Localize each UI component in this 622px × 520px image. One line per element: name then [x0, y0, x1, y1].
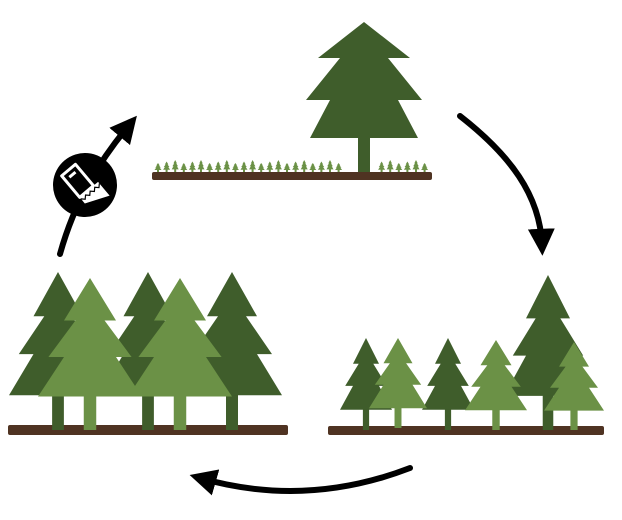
tree [465, 340, 527, 430]
seedling-tree [266, 161, 274, 172]
mature-forest-stage [8, 272, 288, 435]
seedling-tree [335, 163, 343, 172]
seedling-tree [292, 161, 300, 172]
seedling-tree [214, 161, 222, 172]
seedling-tree [403, 161, 411, 172]
tree [369, 338, 427, 428]
soil-strip [152, 172, 432, 180]
mother-tree [306, 22, 422, 172]
seedling-tree [171, 160, 179, 172]
tree [38, 278, 142, 430]
seedling-tree [188, 161, 196, 172]
seedling-tree [283, 163, 291, 172]
seedling-tree [395, 163, 403, 172]
seedling-tree [223, 160, 231, 172]
seedling-tree [326, 160, 334, 172]
seedling-tree [197, 160, 205, 172]
tree [340, 338, 392, 430]
seedling-tree [206, 163, 214, 172]
seedling-tree [378, 161, 386, 172]
young-forest-stage [328, 275, 604, 435]
seedling-tree [412, 160, 420, 172]
seedling-tree [300, 160, 308, 172]
tree [422, 338, 474, 430]
seedling-tree [386, 160, 394, 172]
seedling-stage [152, 22, 432, 180]
seedling-tree [180, 163, 188, 172]
seedling-tree [231, 163, 239, 172]
saw-icon [53, 153, 117, 217]
cycle-arrow-icon [457, 113, 555, 256]
seedling-tree [309, 163, 317, 172]
seedling-tree [240, 161, 248, 172]
tree [544, 342, 604, 430]
seedling-tree [249, 160, 257, 172]
seedling-tree [154, 163, 162, 172]
seedling-tree [317, 161, 325, 172]
seedling-row [154, 160, 429, 172]
seedling-tree [163, 161, 171, 172]
tree [128, 278, 232, 430]
soil-strip [328, 426, 604, 435]
seedling-tree [257, 163, 265, 172]
seedling-tree [421, 163, 429, 172]
cycle-arrow-icon [189, 465, 413, 496]
seedling-tree [274, 160, 282, 172]
